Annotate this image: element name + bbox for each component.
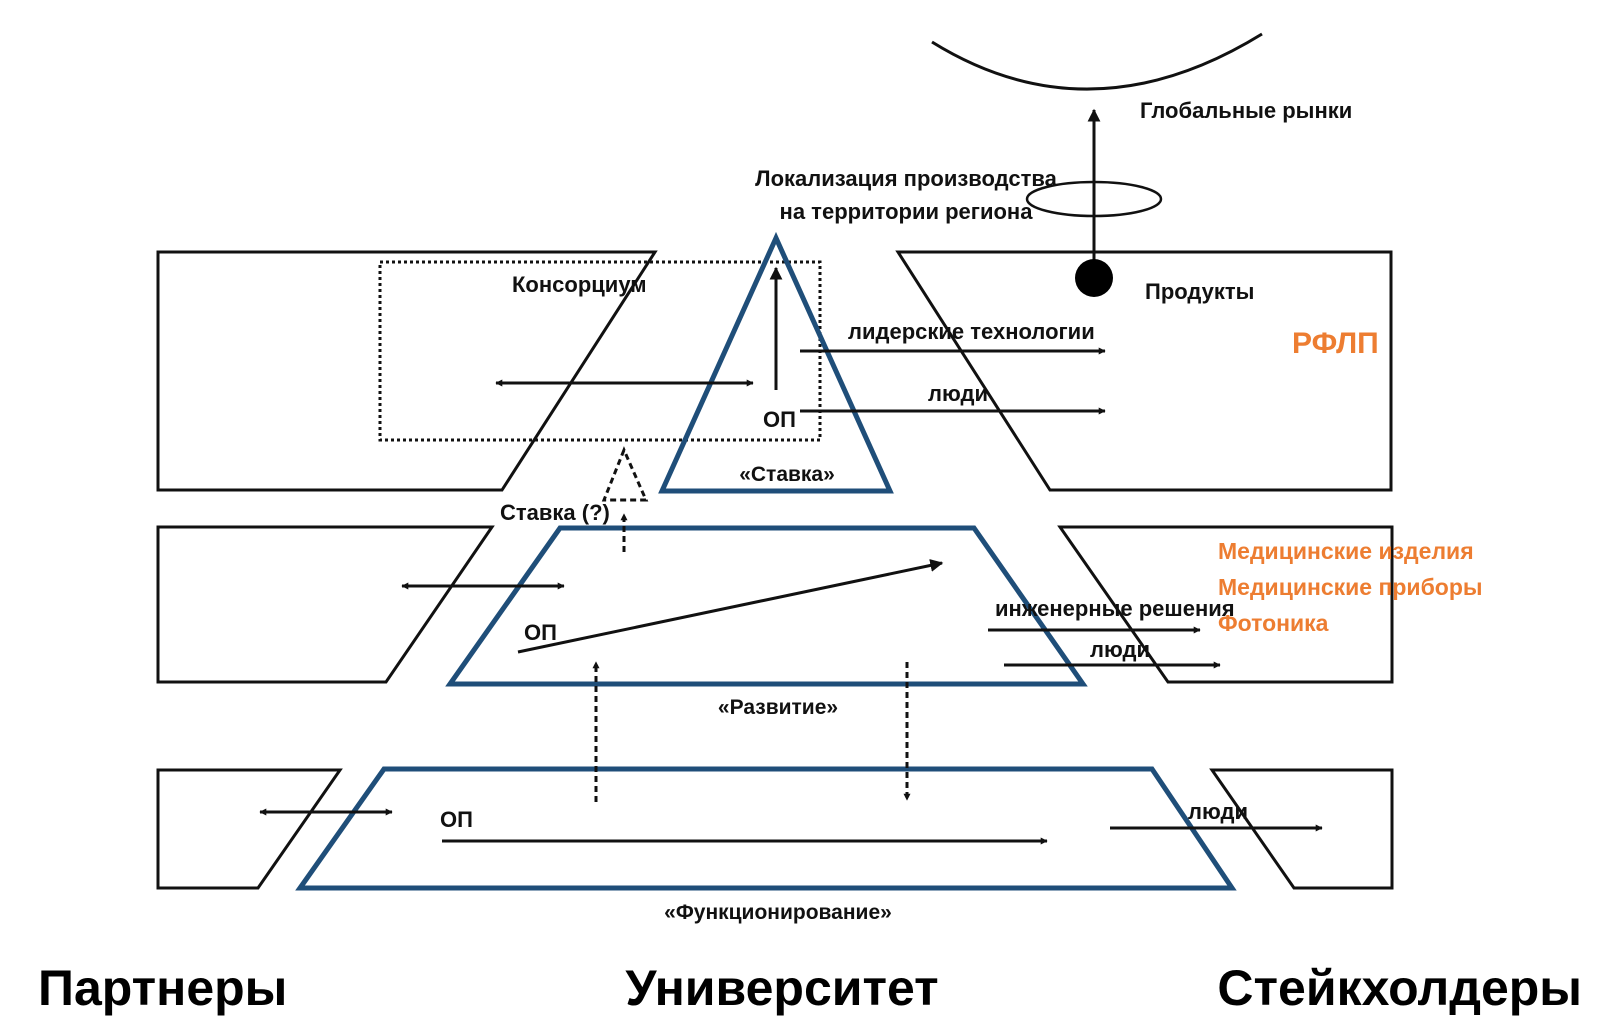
stavka-question-triangle — [601, 446, 649, 502]
med-products-label: Медицинские изделия — [1218, 538, 1474, 564]
stakeholders-heading: Стейкхолдеры — [1217, 960, 1582, 1016]
rflp-label: РФЛП — [1292, 327, 1379, 360]
partners-block-top — [156, 250, 658, 492]
med-devices-label: Медицинские приборы — [1218, 574, 1483, 600]
products-dot — [1075, 259, 1113, 297]
stakeholders-block-bottom — [1209, 768, 1394, 890]
global-markets-label: Глобальные рынки — [1140, 98, 1352, 123]
op-mid-diagonal-arrow — [517, 559, 944, 654]
partners-heading: Партнеры — [38, 960, 287, 1016]
stavka-label: «Ставка» — [739, 463, 835, 486]
consortium-label: Консорциум — [512, 272, 647, 297]
razvitie-label: «Развитие» — [718, 696, 838, 719]
stavka-triangle — [658, 231, 894, 494]
localization-ring — [1025, 180, 1163, 218]
engineering-label: инженерные решения — [995, 596, 1235, 621]
functioning-trapezoid — [295, 766, 1237, 891]
partners-block-bottom — [156, 768, 343, 890]
people-mid-label: люди — [1090, 637, 1150, 662]
razvitie-trapezoid — [445, 525, 1088, 687]
university-heading: Университет — [625, 960, 938, 1016]
op-top-label: ОП — [763, 407, 796, 432]
leader-tech-label: лидерские технологии — [848, 319, 1095, 344]
localization-label-2: на территории региона — [780, 199, 1034, 224]
photonics-label: Фотоника — [1218, 610, 1329, 636]
op-bottom-label: ОП — [440, 807, 473, 832]
localization-label-1: Локализация производства — [755, 166, 1057, 191]
global-markets-arc — [931, 32, 1263, 91]
stavka-question-label: Ставка (?) — [500, 500, 610, 525]
partners-block-mid — [156, 525, 495, 684]
op-mid-label: ОП — [524, 620, 557, 645]
people-bottom-label: люди — [1188, 799, 1248, 824]
products-label: Продукты — [1145, 279, 1254, 304]
people-top-label: люди — [928, 381, 988, 406]
functioning-label: «Функционирование» — [664, 901, 892, 924]
